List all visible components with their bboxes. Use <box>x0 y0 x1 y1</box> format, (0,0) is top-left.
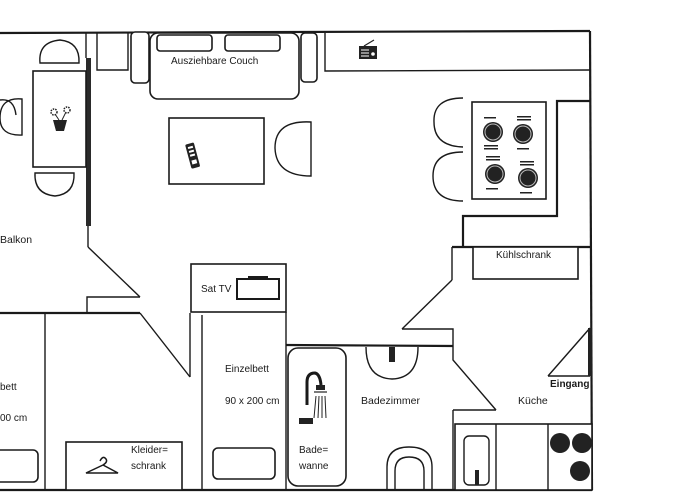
bathtub-label-line1: Bade= <box>299 445 329 456</box>
bathroom-label: Badezimmer <box>361 395 420 407</box>
sat-tv-label: Sat TV <box>201 284 232 295</box>
sofa <box>130 31 318 100</box>
radio-icon <box>359 39 377 59</box>
entrance-label: Eingang <box>550 379 590 390</box>
left-bed-label: bett <box>0 382 17 393</box>
flower-pot-icon <box>50 106 71 131</box>
remote-control-icon <box>185 142 200 169</box>
single-bed-label: Einzelbett <box>225 364 269 375</box>
dining-chair-2 <box>432 151 464 202</box>
balcony-window-wall <box>86 58 91 226</box>
toilet-icon <box>386 446 433 489</box>
left-bed-size-label: 00 cm <box>0 413 28 424</box>
tv-icon <box>236 276 280 300</box>
balcony-chair-left <box>0 98 23 136</box>
bathtub-label-line2: wanne <box>299 461 329 472</box>
entrance-door <box>588 328 592 376</box>
dining-chair-1 <box>433 97 464 148</box>
wardrobe-label-line2: schrank <box>131 461 167 472</box>
coffee-table <box>168 117 265 185</box>
wardrobe-label-line1: Kleider= <box>131 445 168 456</box>
fridge <box>472 246 579 280</box>
left-bed-pillow <box>0 449 39 483</box>
stove-burner-icon <box>550 433 592 481</box>
coat-hanger-icon <box>85 456 119 474</box>
bathtub <box>287 347 347 487</box>
place-setting-icon <box>483 116 538 194</box>
armchair <box>274 121 312 177</box>
single-bed-size-label: 90 x 200 cm <box>225 396 280 407</box>
wardrobe <box>65 441 183 491</box>
sink-bathroom-icon <box>365 346 419 380</box>
bed-pillow <box>212 447 276 480</box>
balcony-label: Balkon <box>0 234 33 246</box>
balcony-chair-bottom <box>34 172 75 197</box>
shower-icon <box>299 371 327 424</box>
couch-label: Ausziehbare Couch <box>171 56 259 67</box>
balcony-chair-top <box>39 39 80 64</box>
balcony-table <box>32 70 87 168</box>
kitchen-label: Küche <box>518 395 548 407</box>
fridge-label: Kühlschrank <box>496 250 552 261</box>
